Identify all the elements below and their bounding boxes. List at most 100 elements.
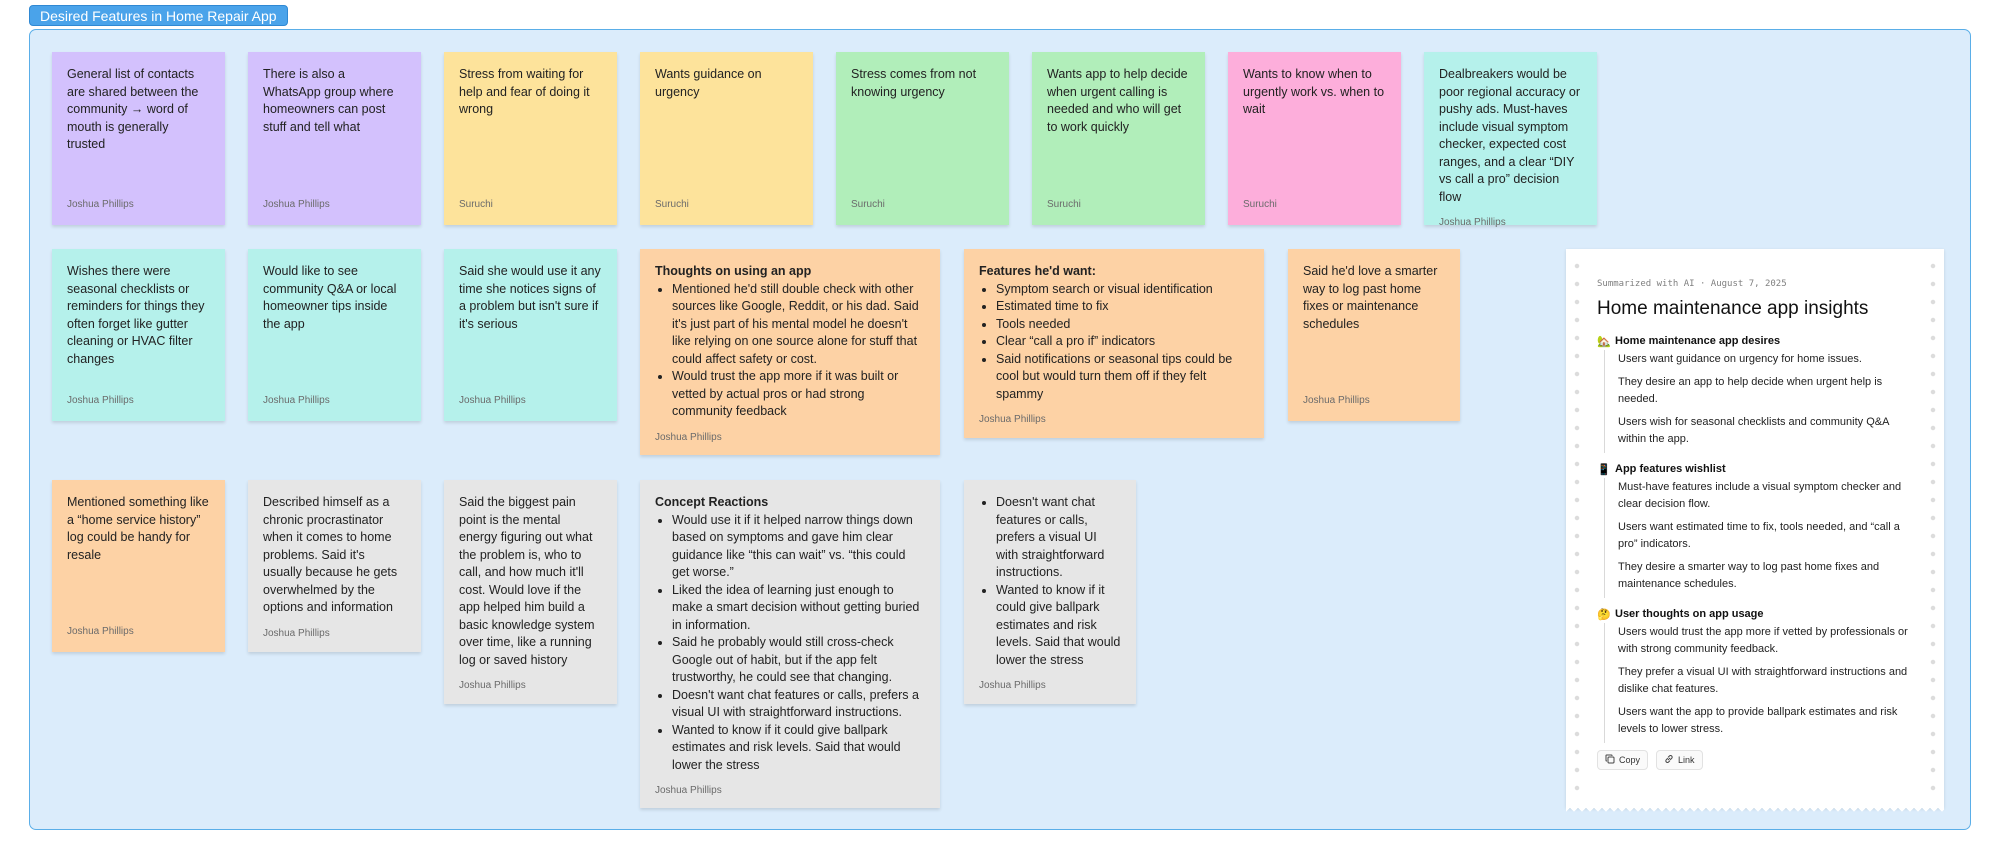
summary-section: 🏡 Home maintenance app desires Users want…	[1597, 332, 1912, 453]
bullet-list: Doesn't want chat features or calls, pre…	[979, 494, 1121, 669]
sticky-author: Suruchi	[459, 198, 493, 210]
list-item: Clear “call a pro if” indicators	[996, 333, 1249, 351]
sticky-text: Said he'd love a smarter way to log past…	[1303, 264, 1438, 331]
sticky-text: Would like to see community Q&A or local…	[263, 264, 397, 331]
list-item: Liked the idea of learning just enough t…	[672, 582, 925, 635]
summary-item: Users want estimated time to fix, tools …	[1618, 521, 1900, 550]
list-item: Tools needed	[996, 316, 1249, 334]
sticky-note[interactable]: There is also a WhatsApp group where hom…	[248, 52, 421, 225]
sticky-text: There is also a WhatsApp group where hom…	[263, 67, 394, 134]
sticky-text: Said she would use it any time she notic…	[459, 264, 601, 331]
sticky-text: General list of contacts are shared betw…	[67, 67, 199, 151]
bullet-list: Symptom search or visual identification …	[979, 281, 1249, 404]
copy-icon	[1605, 754, 1615, 766]
sticky-text: Stress from waiting for help and fear of…	[459, 67, 590, 116]
sticky-author: Joshua Phillips	[263, 198, 330, 210]
list-item: Wanted to know if it could give ballpark…	[672, 722, 925, 775]
link-icon	[1664, 754, 1674, 766]
summary-section-heading: App features wishlist	[1615, 463, 1726, 475]
list-item: Doesn't want chat features or calls, pre…	[996, 494, 1121, 582]
summary-section-heading: User thoughts on app usage	[1615, 608, 1764, 620]
sticky-author: Joshua Phillips	[263, 394, 330, 406]
sticky-note[interactable]: Said he'd love a smarter way to log past…	[1288, 249, 1460, 421]
sticky-note[interactable]: Said the biggest pain point is the menta…	[444, 480, 617, 704]
sticky-author: Suruchi	[655, 198, 689, 210]
summary-meta: Summarized with AI · August 7, 2025	[1597, 279, 1787, 289]
link-button[interactable]: Link	[1656, 750, 1703, 770]
sticky-note[interactable]: Dealbreakers would be poor regional accu…	[1424, 52, 1597, 228]
sticky-author: Joshua Phillips	[459, 394, 526, 406]
sticky-text: Wants guidance on urgency	[655, 67, 762, 99]
summary-item: They prefer a visual UI with straightfor…	[1618, 666, 1908, 695]
sticky-note-concept[interactable]: Concept Reactions Would use it if it hel…	[640, 480, 940, 808]
house-icon: 🏡	[1597, 335, 1611, 348]
sticky-text: Mentioned something like a “home service…	[67, 495, 209, 562]
summary-section-heading: Home maintenance app desires	[1615, 335, 1781, 347]
sticky-author: Joshua Phillips	[979, 680, 1046, 691]
list-item: Mentioned he'd still double check with o…	[672, 281, 925, 369]
copy-label: Copy	[1619, 755, 1641, 765]
list-item: Would use it if it helped narrow things …	[672, 512, 925, 582]
sticky-author: Joshua Phillips	[459, 680, 526, 691]
bullet-list: Would use it if it helped narrow things …	[655, 512, 925, 775]
sticky-author: Joshua Phillips	[655, 785, 722, 796]
summary-item: They desire a smarter way to log past ho…	[1618, 561, 1880, 590]
summary-section: 🤔 User thoughts on app usage Users would …	[1597, 605, 1912, 743]
sticky-author: Joshua Phillips	[1439, 217, 1506, 228]
list-item: Said he probably would still cross-check…	[672, 634, 925, 687]
sticky-author: Suruchi	[851, 198, 885, 210]
sticky-author: Suruchi	[1243, 198, 1277, 210]
sticky-text: Dealbreakers would be poor regional accu…	[1439, 67, 1581, 204]
list-item: Estimated time to fix	[996, 298, 1249, 316]
phone-icon: 📱	[1597, 463, 1611, 476]
summary-item: Users would trust the app more if vetted…	[1618, 626, 1908, 655]
sticky-note[interactable]: Stress comes from not knowing urgency Su…	[836, 52, 1009, 225]
sticky-note[interactable]: Said she would use it any time she notic…	[444, 249, 617, 421]
sticky-note[interactable]: Wants to know when to urgently work vs. …	[1228, 52, 1401, 225]
sticky-note[interactable]: General list of contacts are shared betw…	[52, 52, 225, 225]
summary-item: They desire an app to help decide when u…	[1618, 376, 1883, 405]
summary-item: Users want the app to provide ballpark e…	[1618, 706, 1898, 735]
sticky-author: Joshua Phillips	[67, 198, 134, 210]
summary-section: 📱 App features wishlist Must-have feature…	[1597, 460, 1912, 598]
sticky-text: Described himself as a chronic procrasti…	[263, 495, 398, 614]
sticky-note-thoughts[interactable]: Thoughts on using an app Mentioned he'd …	[640, 249, 940, 455]
list-item: Would trust the app more if it was built…	[672, 368, 925, 421]
list-item: Doesn't want chat features or calls, pre…	[672, 687, 925, 722]
sticky-note[interactable]: Stress from waiting for help and fear of…	[444, 52, 617, 225]
sticky-note[interactable]: Doesn't want chat features or calls, pre…	[964, 480, 1136, 704]
list-item: Symptom search or visual identification	[996, 281, 1249, 299]
ai-summary-card[interactable]: Summarized with AI · August 7, 2025 Home…	[1566, 249, 1944, 813]
copy-button[interactable]: Copy	[1597, 750, 1649, 770]
card-torn-edge	[1566, 807, 1944, 813]
sticky-author: Joshua Phillips	[67, 625, 134, 637]
sticky-title: Features he'd want:	[979, 264, 1096, 278]
sticky-note[interactable]: Mentioned something like a “home service…	[52, 480, 225, 652]
sticky-title: Concept Reactions	[655, 495, 769, 509]
thinking-face-icon: 🤔	[1597, 608, 1611, 621]
summary-item: Users wish for seasonal checklists and c…	[1618, 416, 1889, 445]
sticky-note[interactable]: Wants app to help decide when urgent cal…	[1032, 52, 1205, 225]
sticky-note-features[interactable]: Features he'd want: Symptom search or vi…	[964, 249, 1264, 438]
sticky-author: Joshua Phillips	[1303, 394, 1370, 406]
sticky-title: Thoughts on using an app	[655, 264, 812, 278]
card-edge-dots	[1574, 257, 1580, 800]
sticky-text: Wishes there were seasonal checklists or…	[67, 264, 205, 366]
summary-item: Must-have features include a visual symp…	[1618, 481, 1902, 510]
sticky-note[interactable]: Described himself as a chronic procrasti…	[248, 480, 421, 652]
summary-title: Home maintenance app insights	[1597, 298, 1869, 319]
sticky-text: Stress comes from not knowing urgency	[851, 67, 977, 99]
summary-item: Users want guidance on urgency for home …	[1618, 353, 1862, 365]
sticky-text: Said the biggest pain point is the menta…	[459, 495, 595, 667]
section-title[interactable]: Desired Features in Home Repair App	[29, 5, 288, 26]
link-label: Link	[1678, 755, 1695, 765]
list-item: Said notifications or seasonal tips coul…	[996, 351, 1249, 404]
sticky-author: Joshua Phillips	[67, 394, 134, 406]
bullet-list: Mentioned he'd still double check with o…	[655, 281, 925, 421]
sticky-text: Wants to know when to urgently work vs. …	[1243, 67, 1385, 116]
sticky-author: Joshua Phillips	[655, 431, 722, 443]
sticky-note[interactable]: Would like to see community Q&A or local…	[248, 249, 421, 421]
sticky-author: Joshua Phillips	[263, 627, 330, 639]
sticky-note[interactable]: Wishes there were seasonal checklists or…	[52, 249, 225, 421]
sticky-note[interactable]: Wants guidance on urgency Suruchi	[640, 52, 813, 225]
